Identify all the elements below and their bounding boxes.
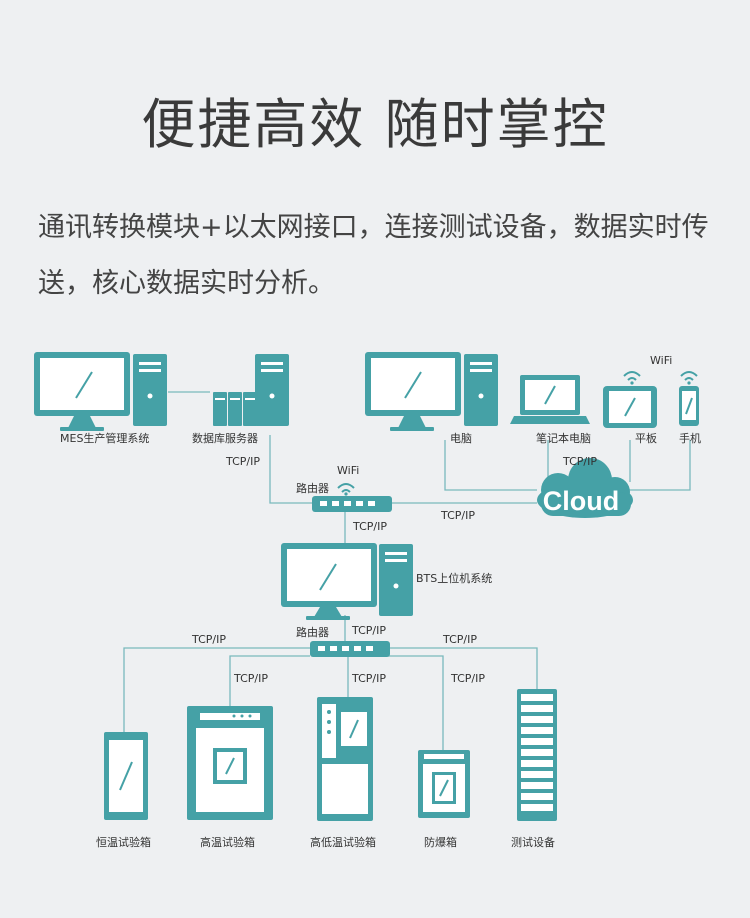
mes-label: MES生产管理系统 (60, 431, 149, 445)
router-bottom-icon (310, 641, 390, 657)
protocol-bts-router: TCP/IP (351, 624, 386, 637)
high-low-temp-label: 高低温试验箱 (310, 835, 376, 849)
protocol-router-cloud: TCP/IP (440, 509, 475, 522)
page-description: 通讯转换模块+以太网接口，连接测试设备，数据实时传送，核心数据实时分析。 (38, 212, 709, 299)
connection-lines (123, 391, 691, 750)
protocol-left-inner: TCP/IP (233, 672, 268, 685)
test-equipment-rack-icon (517, 689, 557, 821)
phone-label: 手机 (679, 431, 701, 445)
db-server-label: 数据库服务器 (192, 431, 258, 445)
tablet-label: 平板 (635, 431, 657, 445)
protocol-center: TCP/IP (351, 672, 386, 685)
cloud-icon (537, 458, 633, 518)
router-top-icon (312, 483, 392, 512)
laptop-label: 笔记本电脑 (536, 431, 591, 445)
laptop-icon (510, 375, 590, 424)
constant-temp-label: 恒温试验箱 (96, 835, 151, 849)
wifi-router-label: WiFi (337, 464, 359, 477)
protocol-router-bts: TCP/IP (352, 520, 387, 533)
phone-icon (679, 371, 699, 426)
bts-label: BTS上位机系统 (416, 571, 492, 585)
test-equipment-label: 测试设备 (511, 835, 555, 849)
router-top-label: 路由器 (296, 481, 329, 495)
protocol-db-router: TCP/IP (225, 455, 260, 468)
protocol-left-outer: TCP/IP (191, 633, 226, 646)
database-server-icon (213, 354, 289, 426)
explosion-proof-label: 防爆箱 (424, 835, 457, 849)
high-temp-label: 高温试验箱 (200, 835, 255, 849)
pc-icon (365, 352, 498, 431)
bts-computer-icon (281, 543, 413, 620)
router-bottom-label: 路由器 (296, 625, 329, 639)
tablet-icon (603, 371, 657, 428)
protocol-cloud-devices: TCP/IP (562, 455, 597, 468)
high-temp-chamber-icon (187, 706, 273, 820)
mes-computer-icon (34, 352, 167, 431)
page-title: 便捷高效 随时掌控 (141, 93, 609, 156)
explosion-proof-box-icon (418, 750, 470, 818)
high-low-temp-chamber-icon (317, 697, 373, 821)
protocol-right-outer: TCP/IP (442, 633, 477, 646)
pc-label: 电脑 (450, 432, 472, 445)
constant-temp-chamber-icon (104, 732, 148, 820)
cloud-label: Cloud (543, 486, 619, 516)
protocol-right-inner: TCP/IP (450, 672, 485, 685)
wifi-top-label: WiFi (650, 354, 672, 367)
